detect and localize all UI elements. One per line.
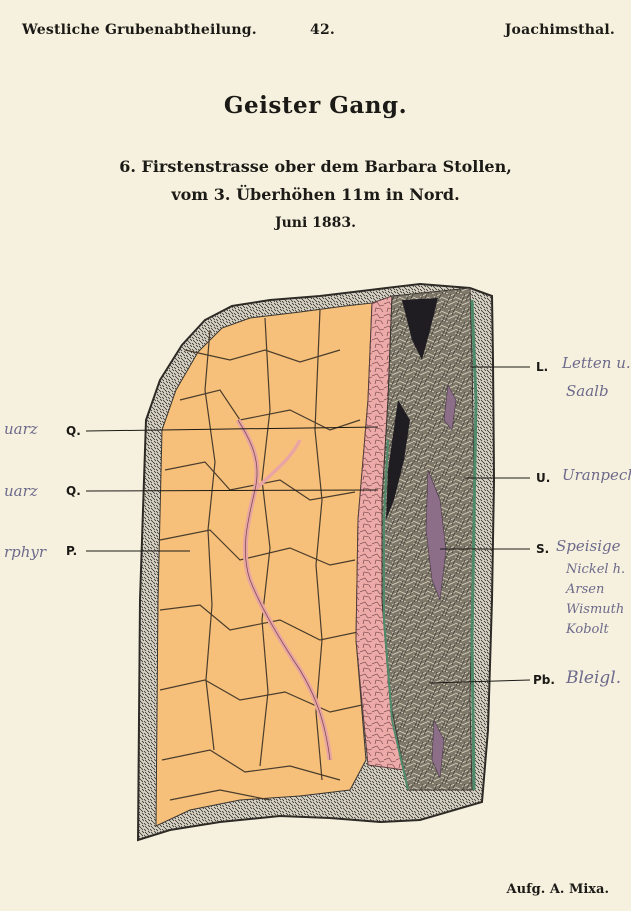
margin-note-quartz-2: uarz — [4, 482, 38, 500]
note-speisige: Speisige — [556, 537, 621, 555]
note-kobolt: Kobolt — [566, 622, 609, 637]
note-uranpech: Uranpech — [562, 466, 631, 484]
note-nickel: Nickel h. — [566, 562, 625, 577]
label-pb: Pb. — [533, 673, 555, 687]
note-bleiglanz: Bleigl. — [566, 668, 621, 688]
note-saalband: Saalb — [566, 382, 609, 400]
margin-note-quartz-1: uarz — [4, 420, 38, 438]
label-q-2: Q. — [66, 484, 81, 498]
porphyry-mass — [156, 303, 372, 826]
label-q-1: Q. — [66, 424, 81, 438]
margin-note-porphyry: rphyr — [4, 543, 46, 561]
label-u: U. — [536, 471, 550, 485]
note-arsen: Arsen — [566, 582, 604, 597]
note-letten: Letten u. — [562, 354, 631, 372]
label-l: L. — [536, 360, 548, 374]
label-p: P. — [66, 544, 77, 558]
label-s: S. — [536, 542, 549, 556]
note-wismuth: Wismuth — [566, 602, 624, 617]
author-credit: Aufg. A. Mixa. — [507, 882, 609, 897]
